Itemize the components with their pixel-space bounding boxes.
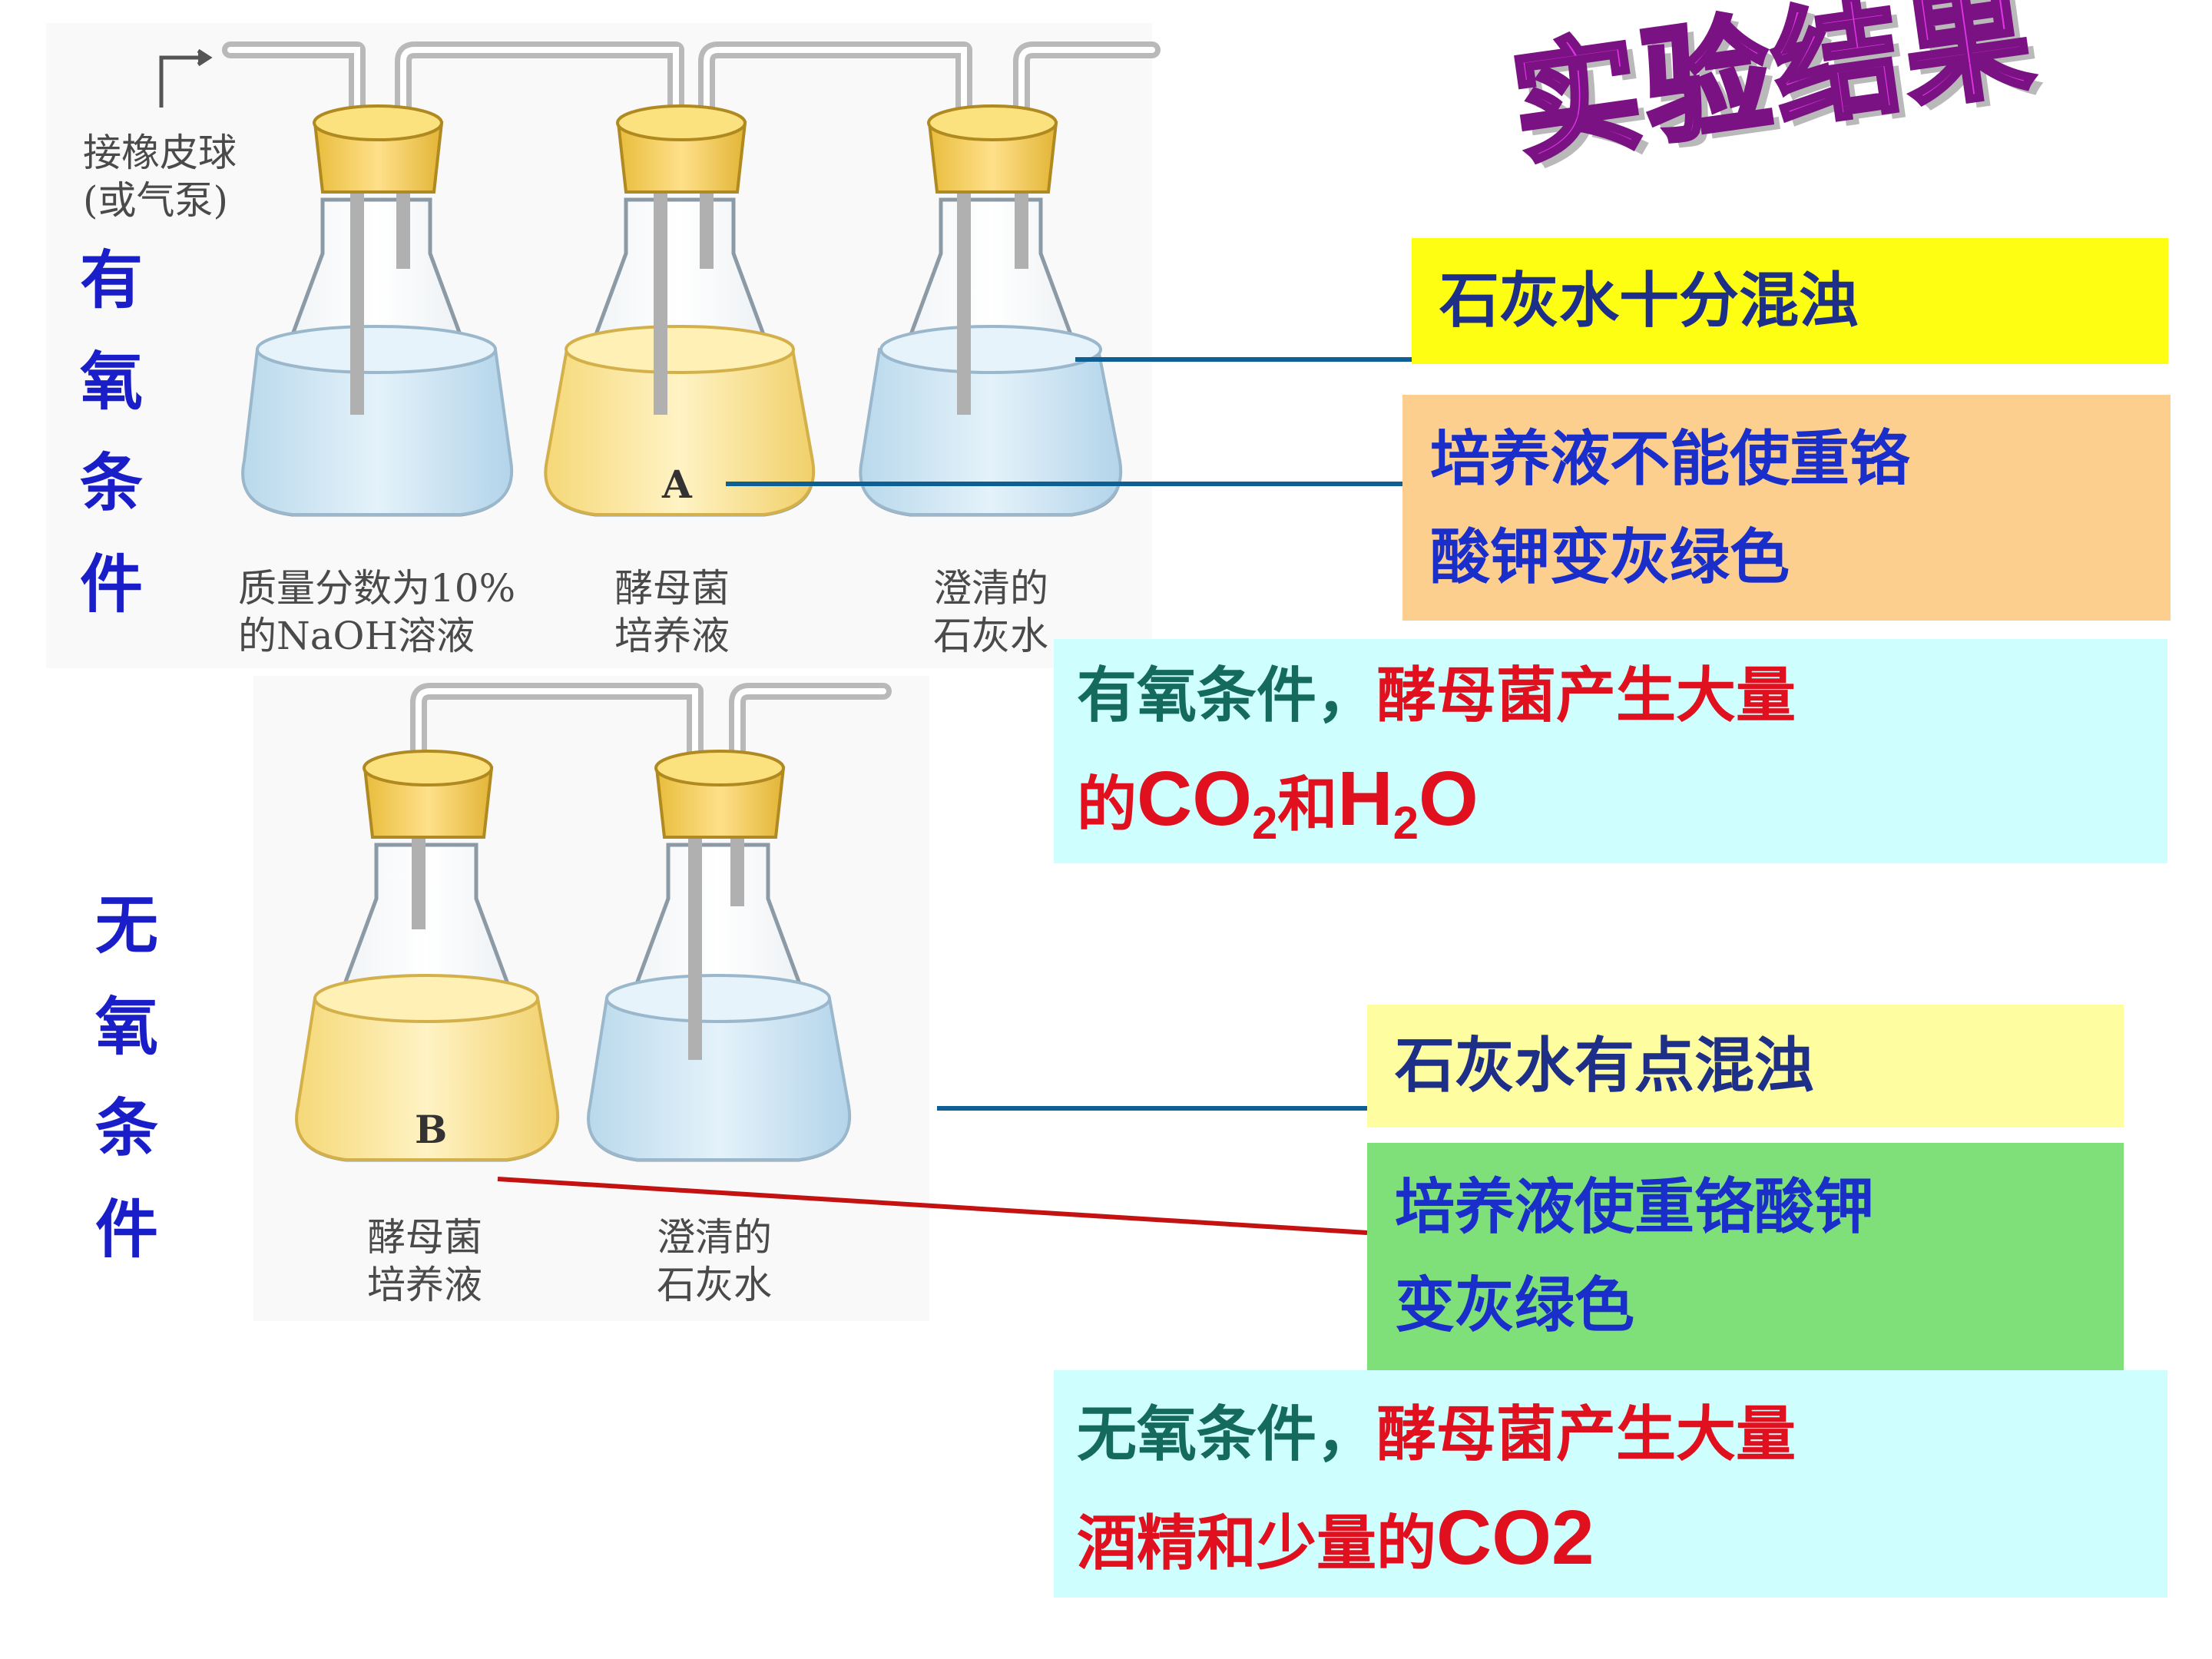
- connector-anaerobic-culture: [497, 1177, 1368, 1235]
- bottom-flask-1: [295, 750, 560, 1162]
- anaerobic-conclusion-box: 无氧条件，酵母菌产生大量 酒精和少量的CO2: [1054, 1370, 2167, 1598]
- pump-note-line1: 接橡皮球: [83, 131, 237, 175]
- anaerobic-limewater-box: 石灰水有点混浊: [1367, 1005, 2124, 1128]
- aerobic-limewater-box: 石灰水十分混浊: [1412, 238, 2168, 364]
- top-flask-2-label: 酵母菌 培养液: [614, 566, 730, 658]
- top-flask-2: [544, 104, 816, 517]
- top-flask-3: [859, 104, 1123, 517]
- top-flask-1: [241, 104, 514, 517]
- anaerobic-condition-label: 无 氧 条 件: [94, 889, 158, 1267]
- pump-note-line2: (或气泵): [83, 178, 229, 223]
- anaerobic-dichromate-box: 培养液使重铬酸钾 变灰绿色: [1367, 1143, 2124, 1370]
- pump-arrow: [159, 48, 213, 108]
- top-flask-1-label: 质量分数为10% 的NaOH溶液: [238, 566, 516, 658]
- aerobic-conclusion-box: 有氧条件，酵母菌产生大量 的CO2和H2O: [1054, 639, 2167, 863]
- aerobic-condition-label: 有 氧 条 件: [79, 244, 143, 621]
- aerobic-dichromate-box: 培养液不能使重铬 酸钾变灰绿色: [1402, 395, 2171, 621]
- bottom-flask-2: [587, 750, 852, 1162]
- bottom-flask-1-letter: B: [415, 1107, 448, 1152]
- pump-note: 接橡皮球 (或气泵): [83, 129, 237, 224]
- bottom-flask-1-label: 酵母菌 培养液: [367, 1215, 482, 1307]
- bottom-flask-2-label: 澄清的 石灰水: [657, 1215, 772, 1307]
- top-flask-3-label: 澄清的 石灰水: [933, 566, 1048, 658]
- top-flask-2-letter: A: [662, 462, 692, 507]
